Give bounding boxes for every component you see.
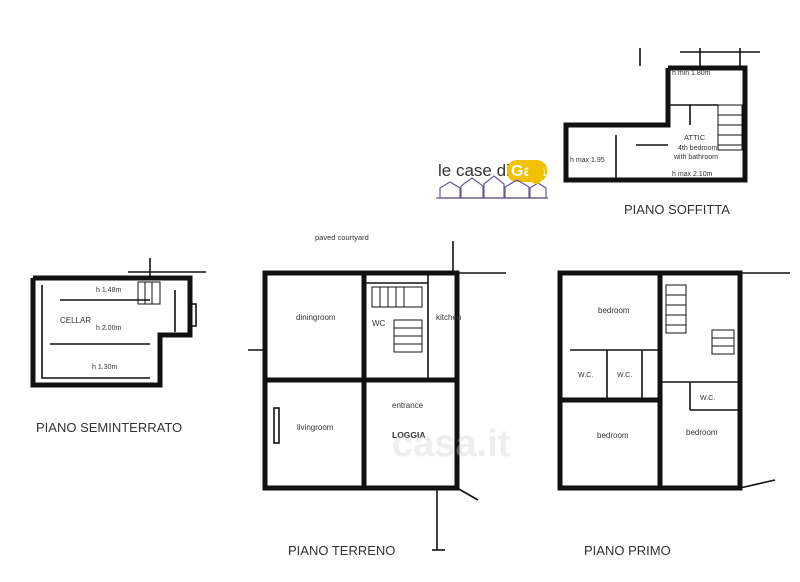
seminterrato-h1: h 1.48m (96, 287, 121, 294)
soffitta-attic-line2: 4th bedroom (678, 145, 717, 152)
primo-bedroom-left-label: bedroom (597, 431, 629, 440)
floor-soffitta: h min 1.80m h max 1.95 ATTIC 4th bedroom… (563, 48, 760, 217)
soffitta-h-max-left: h max 1.95 (570, 157, 605, 164)
terreno-walls (248, 241, 506, 551)
seminterrato-cellar-label: CELLAR (60, 316, 91, 325)
primo-bedroom-top-label: bedroom (598, 306, 630, 315)
floor-primo: bedroom W.C. W.C. W.C. bedroom bedroom P… (557, 270, 790, 558)
primo-wc3-label: W.C. (700, 395, 715, 402)
floor-terreno: paved courtyard diningroom WC kitchen en… (248, 233, 506, 558)
primo-wc2-label: W.C. (617, 372, 632, 379)
terreno-kitchen-label: kitchen (436, 313, 461, 322)
soffitta-h-max-right: h max 2.10m (672, 171, 713, 178)
soffitta-h-min: h min 1.80m (672, 70, 711, 77)
soffitta-stairs (717, 104, 743, 151)
seminterrato-walls (30, 258, 206, 388)
primo-walls (557, 270, 790, 491)
seminterrato-title: PIANO SEMINTERRATO (36, 420, 182, 435)
terreno-wc-label: WC (372, 319, 386, 328)
terreno-courtyard-label: paved courtyard (315, 233, 369, 242)
floor-seminterrato: CELLAR h 1.48m h 2.00m h 1.30m PIANO SEM… (30, 258, 206, 435)
soffitta-walls (563, 48, 760, 183)
company-logo: le case di Gaia (436, 160, 548, 199)
terreno-entrance-label: entrance (392, 401, 424, 410)
primo-bedroom-right-label: bedroom (686, 428, 718, 437)
terreno-stairs (371, 286, 423, 353)
logo-text-left: le case di (438, 161, 510, 180)
soffitta-attic-line3: with bathroom (673, 154, 718, 161)
terreno-diningroom-label: diningroom (296, 313, 336, 322)
terreno-livingroom-label: livingroom (297, 423, 334, 432)
soffitta-title: PIANO SOFFITTA (624, 202, 730, 217)
primo-wc1-label: W.C. (578, 372, 593, 379)
soffitta-attic-label: ATTIC (684, 133, 706, 142)
logo-tree-icon (528, 160, 544, 184)
logo-houses-icon (436, 175, 548, 199)
watermark: casa.it (392, 423, 511, 465)
primo-stairs (665, 284, 735, 355)
terreno-loggia-label: LOGGIA (392, 430, 426, 440)
primo-title: PIANO PRIMO (584, 543, 671, 558)
seminterrato-h2: h 2.00m (96, 325, 121, 332)
seminterrato-h3: h 1.30m (92, 364, 117, 371)
seminterrato-stairs (137, 281, 161, 305)
terreno-title: PIANO TERRENO (288, 543, 395, 558)
